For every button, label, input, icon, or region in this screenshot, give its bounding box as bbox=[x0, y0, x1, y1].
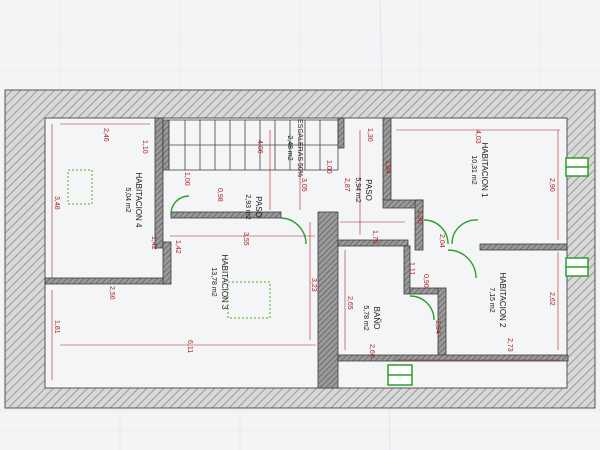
door-hab4 bbox=[170, 195, 190, 215]
dimension-lines bbox=[51, 123, 560, 380]
dim-181: 1,81 bbox=[53, 320, 60, 334]
fixtures bbox=[67, 169, 271, 319]
dim-204: 2,04 bbox=[438, 234, 445, 248]
label-paso2: PASO bbox=[364, 179, 373, 201]
dim-348: 3,48 bbox=[53, 196, 60, 210]
area-paso2: 5,94 m2 bbox=[354, 177, 361, 202]
area-hab1: 10,31 m2 bbox=[470, 155, 477, 184]
door-bano bbox=[409, 295, 435, 321]
dim-290: 2,90 bbox=[548, 178, 555, 192]
dim-090: 0,90 bbox=[422, 274, 429, 288]
dim-130b: 1,30 bbox=[416, 210, 423, 224]
dim-262: 2,62 bbox=[548, 292, 555, 306]
dim-256: 2,56 bbox=[108, 286, 115, 300]
dim-154: 1,54 bbox=[434, 320, 441, 334]
fixture-hab4 bbox=[67, 169, 93, 205]
dim-323: 3,23 bbox=[310, 278, 317, 292]
windows bbox=[387, 157, 589, 386]
dim-287: 2,87 bbox=[343, 178, 350, 192]
interior-floor bbox=[44, 117, 568, 389]
door-hab1-b bbox=[451, 219, 479, 245]
dim-246: 2,46 bbox=[102, 128, 109, 142]
interior-walls bbox=[44, 117, 569, 389]
label-hab4: HABITACION 4 bbox=[134, 173, 143, 229]
dim-098: 0,98 bbox=[216, 188, 223, 202]
label-escaleras: ESCALERAS 50% bbox=[296, 119, 303, 177]
label-hab3: HABITACION 3 bbox=[220, 255, 229, 311]
dim-142a: 1,42 bbox=[150, 236, 157, 250]
dim-142b: 1,42 bbox=[174, 240, 181, 254]
area-hab3: 13,78 m2 bbox=[210, 267, 217, 296]
dim-355: 3,55 bbox=[242, 232, 249, 246]
doors bbox=[170, 195, 479, 321]
room-labels: HABITACION 4 5,04 m2 HABITACION 3 13,78 … bbox=[124, 119, 507, 331]
door-hab2 bbox=[447, 249, 477, 279]
dim-130a: 1,30 bbox=[366, 128, 373, 142]
dim-406: 4,06 bbox=[256, 140, 263, 154]
area-hab4: 5,04 m2 bbox=[124, 187, 131, 212]
label-bano: BAÑO bbox=[372, 307, 381, 330]
label-paso1: PASO bbox=[254, 196, 263, 218]
door-hab1-a bbox=[423, 219, 449, 245]
label-hab2: HABITACION 2 bbox=[498, 273, 507, 329]
area-hab2: 7,15 m2 bbox=[488, 287, 495, 312]
dim-265: 2,65 bbox=[346, 296, 353, 310]
dim-100b: 1,00 bbox=[325, 160, 332, 174]
fixture-hab3 bbox=[227, 281, 271, 319]
area-bano: 5,78 m2 bbox=[362, 305, 369, 330]
dim-184: 1,84 bbox=[384, 160, 391, 174]
dimension-labels: 2,46 3,48 1,10 1,00 0,98 1,42 1,42 2,56 … bbox=[53, 128, 555, 358]
dim-170: 1,70 bbox=[371, 230, 378, 244]
dim-110: 1,10 bbox=[141, 140, 148, 154]
area-paso1: 2,93 m2 bbox=[244, 194, 251, 219]
dim-403: 4,03 bbox=[474, 130, 481, 144]
dim-260: 2,60 bbox=[368, 344, 375, 358]
area-escaleras: 2,48 m2 bbox=[286, 135, 293, 160]
staircase bbox=[168, 119, 339, 171]
door-hab3 bbox=[280, 217, 307, 245]
dim-305: 3,05 bbox=[300, 178, 307, 192]
label-hab1: HABITACION 1 bbox=[480, 143, 489, 199]
dim-100a: 1,00 bbox=[183, 172, 190, 186]
dim-111: 1,11 bbox=[408, 262, 415, 275]
dim-611: 6,11 bbox=[186, 340, 193, 353]
dim-273: 2,73 bbox=[506, 338, 513, 352]
